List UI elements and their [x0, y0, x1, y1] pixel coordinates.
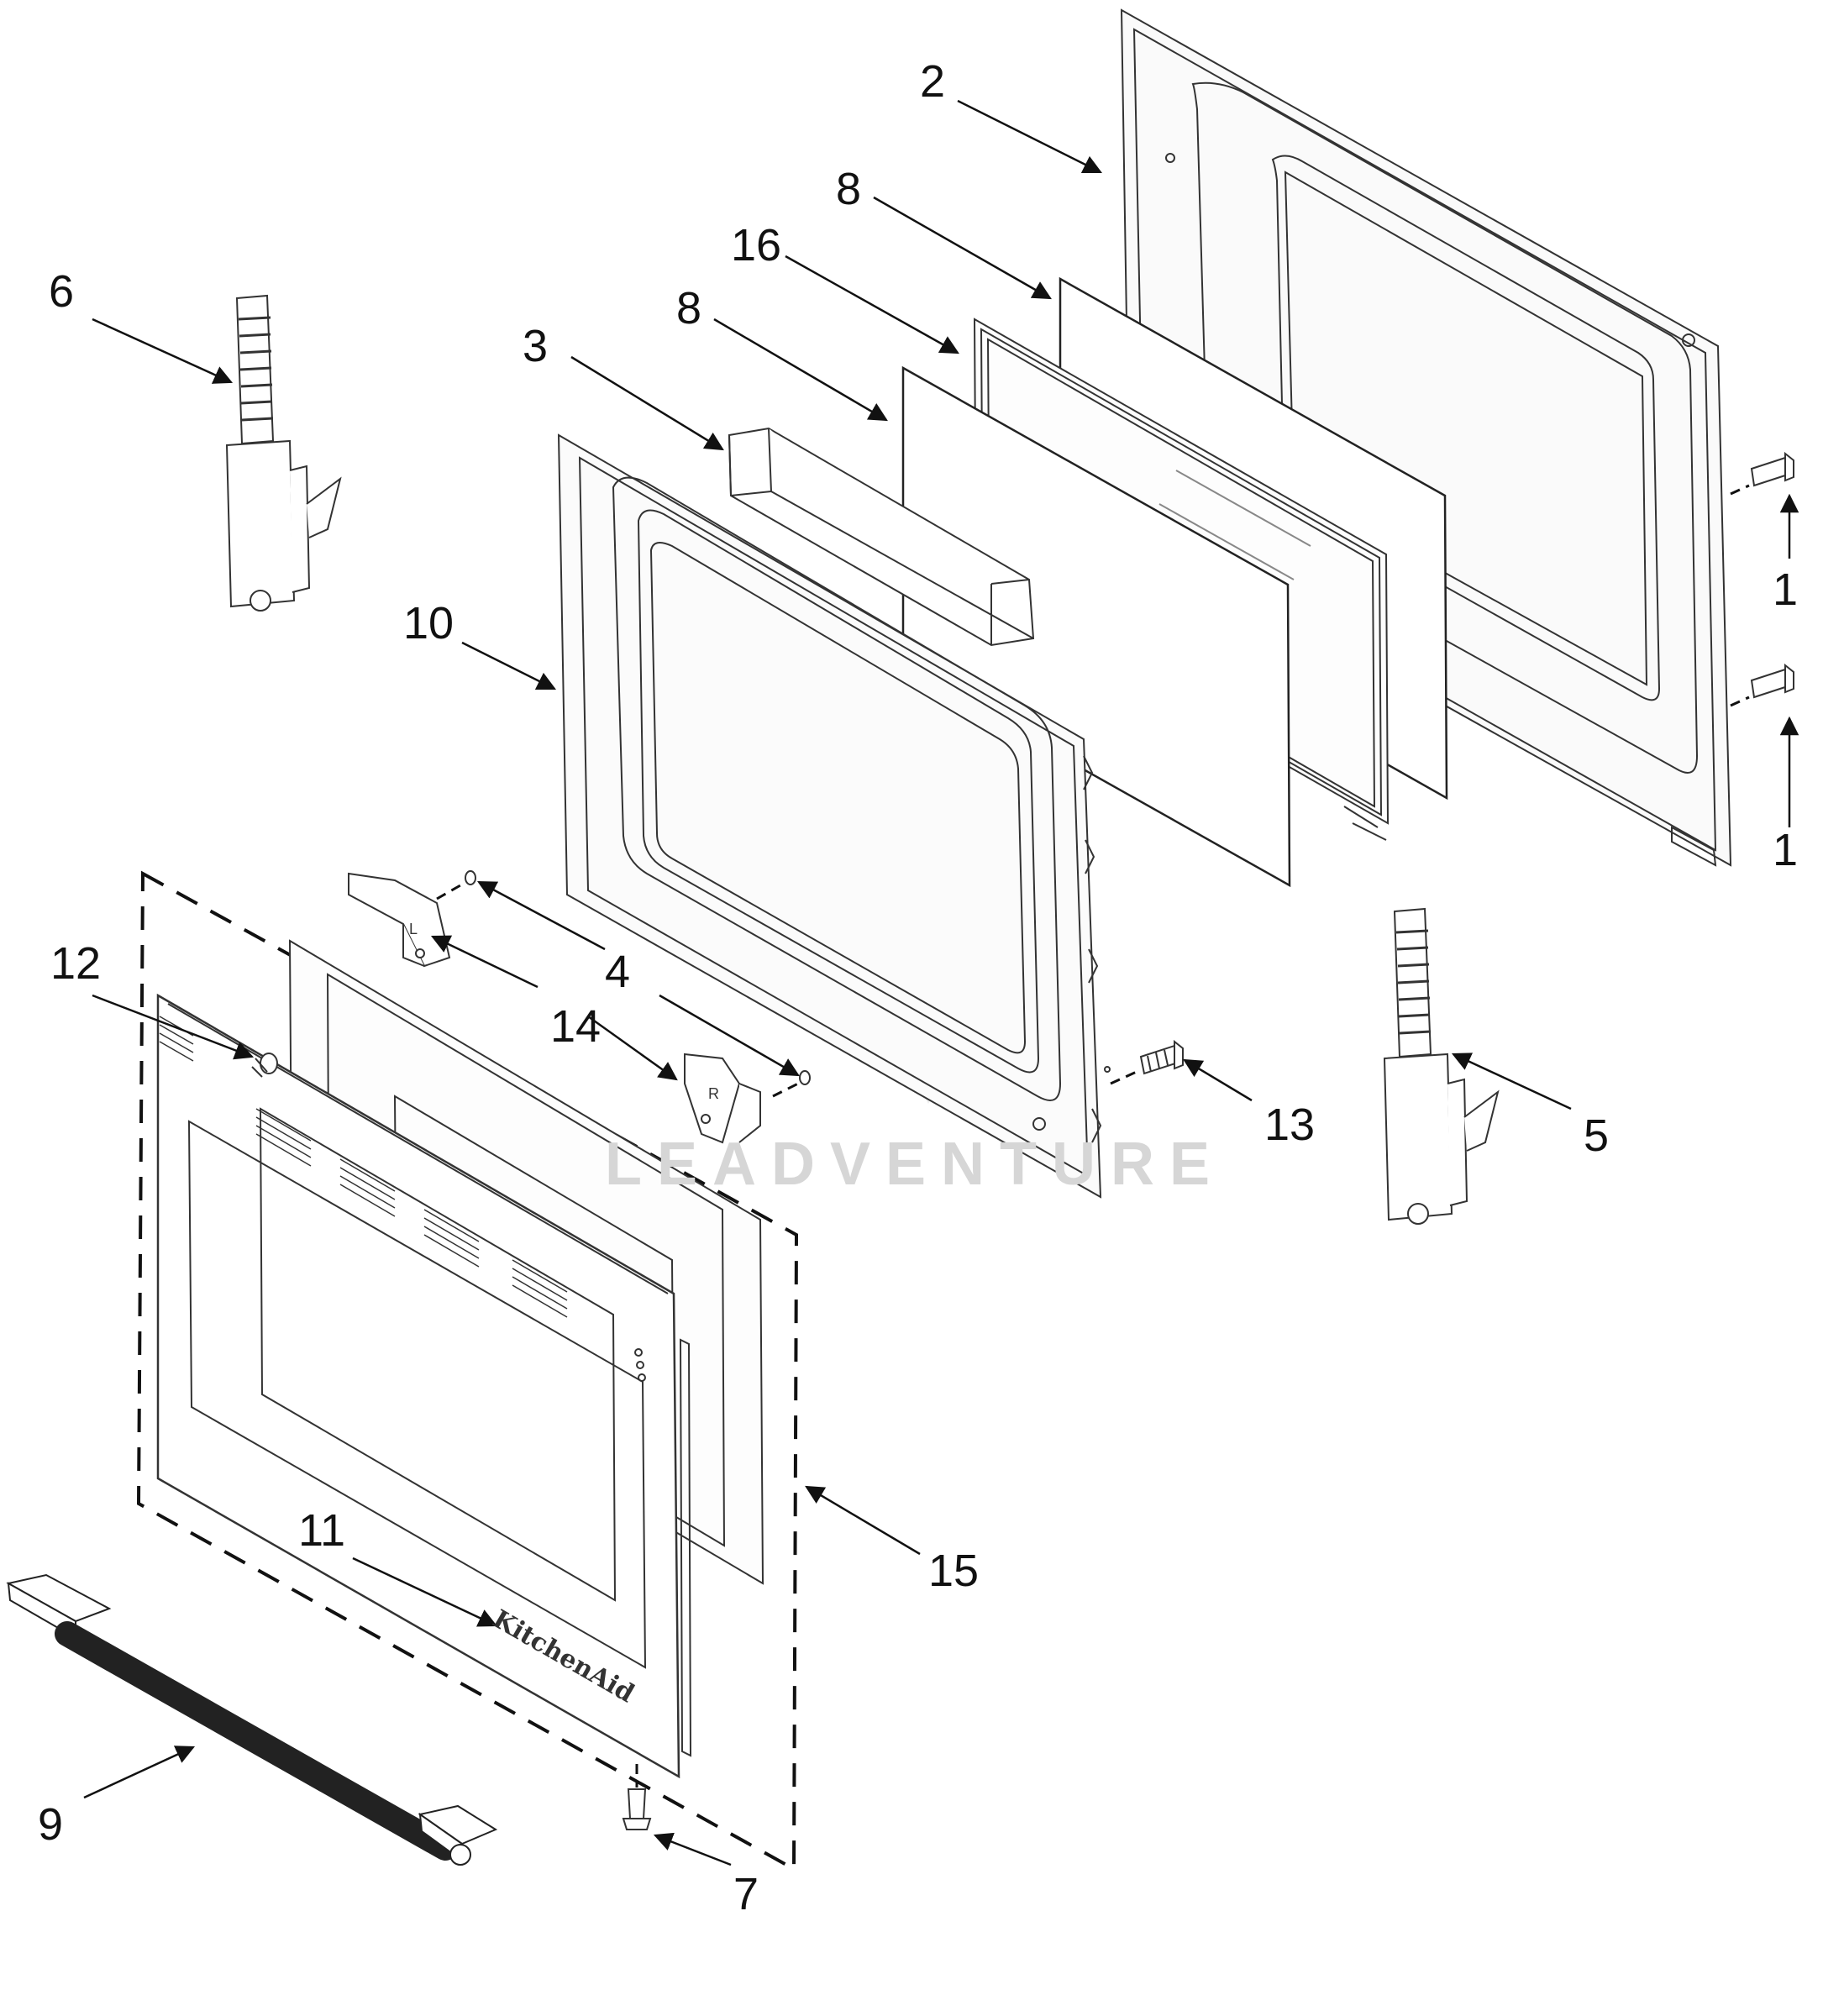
assembly-boundary-part-15 — [136, 870, 799, 1872]
leader-part-4-left — [477, 880, 606, 951]
callout-part-2: 2 — [920, 56, 946, 107]
leader-part-8-front — [713, 318, 888, 422]
screw-part-7 — [622, 1788, 652, 1830]
callout-part-8-front: 8 — [676, 283, 702, 333]
screw-part-13 — [1139, 1039, 1184, 1075]
callout-part-4: 4 — [605, 947, 631, 997]
alignment-dashes — [436, 484, 1750, 1788]
callout-part-15: 15 — [928, 1546, 980, 1596]
callout-part-9: 9 — [38, 1799, 64, 1850]
screw-part-1-upper — [1750, 451, 1794, 487]
screw-part-4-left — [465, 870, 476, 885]
insulation-block-part-3 — [728, 427, 1035, 647]
leader-part-14-left — [430, 935, 538, 989]
callout-part-1-lower: 1 — [1773, 825, 1799, 875]
leader-part-9 — [83, 1746, 196, 1799]
leader-part-5 — [1451, 1053, 1572, 1110]
leader-part-16 — [785, 255, 959, 354]
callout-part-6: 6 — [49, 266, 75, 317]
callout-part-16: 16 — [731, 220, 782, 270]
inner-door-frame-part-10 — [557, 433, 1111, 1199]
callout-part-7: 7 — [733, 1869, 759, 1919]
screw-part-1-lower — [1750, 663, 1794, 699]
leader-part-12 — [92, 994, 255, 1060]
hinge-part-5 — [1383, 907, 1500, 1225]
leader-part-4-right — [659, 994, 800, 1077]
callout-part-8-rear: 8 — [836, 164, 862, 214]
hinge-part-6 — [225, 294, 342, 612]
leader-part-2 — [957, 99, 1103, 174]
hinge-receptacle-left-part-14 — [348, 872, 451, 968]
leader-part-6 — [92, 318, 234, 384]
screw-part-12 — [251, 1053, 278, 1078]
outer-door-panel-part-11 — [156, 993, 692, 1779]
callout-part-5: 5 — [1584, 1110, 1610, 1161]
hinge-left-mark: L — [409, 921, 418, 937]
door-handle-part-9 — [6, 1573, 498, 1866]
leader-lines — [83, 99, 1799, 1866]
callout-part-1-upper: 1 — [1773, 564, 1799, 615]
callout-part-10: 10 — [403, 598, 454, 648]
leader-part-7 — [653, 1832, 732, 1866]
leader-part-8-rear — [873, 196, 1052, 300]
leader-part-10 — [461, 641, 557, 690]
callout-part-14: 14 — [550, 1001, 602, 1052]
hinge-receptacle-right-part-14 — [684, 1053, 761, 1144]
callout-part-3: 3 — [523, 321, 549, 371]
callout-part-12: 12 — [50, 938, 102, 989]
leader-part-3 — [570, 355, 724, 451]
screw-part-4-right — [799, 1070, 811, 1085]
callout-part-11: 11 — [298, 1505, 346, 1556]
leader-part-14-right — [587, 1015, 678, 1081]
leader-part-15 — [805, 1485, 921, 1556]
leader-part-13 — [1183, 1058, 1253, 1102]
leader-part-11 — [352, 1557, 498, 1627]
callout-part-13: 13 — [1264, 1100, 1316, 1150]
watermark-text: LEADVENTURE — [605, 1131, 1226, 1198]
hinge-right-mark: R — [708, 1085, 719, 1102]
